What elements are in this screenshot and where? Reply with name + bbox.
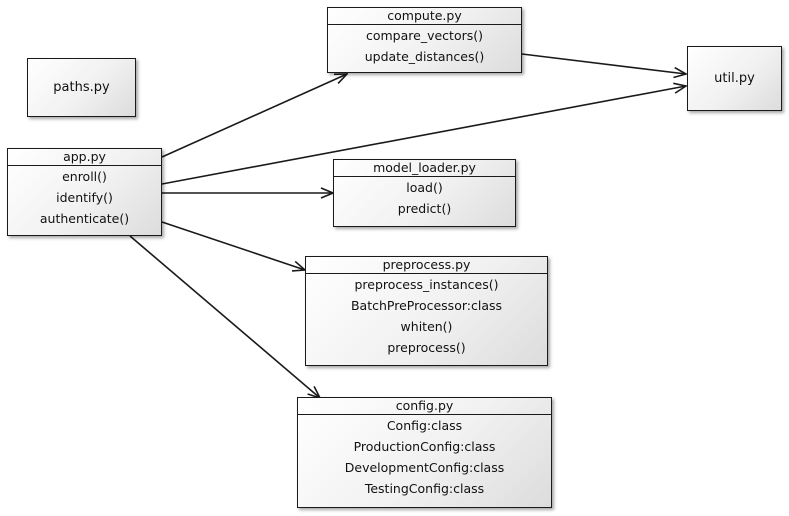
module-item: predict() [397, 201, 452, 216]
module-item: authenticate() [39, 211, 130, 226]
arrow-app-to-preprocess [161, 221, 305, 270]
module-title: app.py [8, 149, 161, 166]
module-item: identify() [56, 190, 113, 205]
module-config[interactable]: config.py Config:class ProductionConfig:… [297, 397, 552, 508]
module-item: Config:class [386, 418, 463, 433]
module-item: preprocess() [387, 340, 466, 355]
module-item: TestingConfig:class [364, 481, 485, 496]
module-item: DevelopmentConfig:class [344, 460, 505, 475]
module-title: model_loader.py [334, 160, 515, 177]
arrow-compute-to-util [521, 53, 686, 74]
module-util[interactable]: util.py [687, 46, 782, 111]
module-item: compare_vectors() [365, 28, 483, 43]
module-title: preprocess.py [306, 257, 547, 274]
module-model-loader[interactable]: model_loader.py load() predict() [333, 159, 516, 227]
module-title: config.py [298, 398, 551, 415]
module-title: util.py [714, 71, 755, 86]
module-title: compute.py [328, 8, 521, 25]
arrow-app-to-util [161, 86, 686, 185]
module-item: enroll() [62, 169, 107, 184]
module-paths[interactable]: paths.py [27, 58, 136, 117]
arrow-app-to-compute [161, 74, 347, 158]
module-compute[interactable]: compute.py compare_vectors() update_dist… [327, 7, 522, 73]
module-title: paths.py [53, 80, 110, 95]
module-preprocess[interactable]: preprocess.py preprocess_instances() Bat… [305, 256, 548, 366]
module-item: BatchPreProcessor:class [350, 298, 503, 313]
module-item: ProductionConfig:class [353, 439, 496, 454]
module-app[interactable]: app.py enroll() identify() authenticate(… [7, 148, 162, 236]
module-item: whiten() [400, 319, 453, 334]
module-item: preprocess_instances() [354, 277, 499, 292]
module-item: load() [406, 180, 443, 195]
arrow-app-to-config [129, 235, 320, 398]
module-item: update_distances() [364, 49, 485, 64]
